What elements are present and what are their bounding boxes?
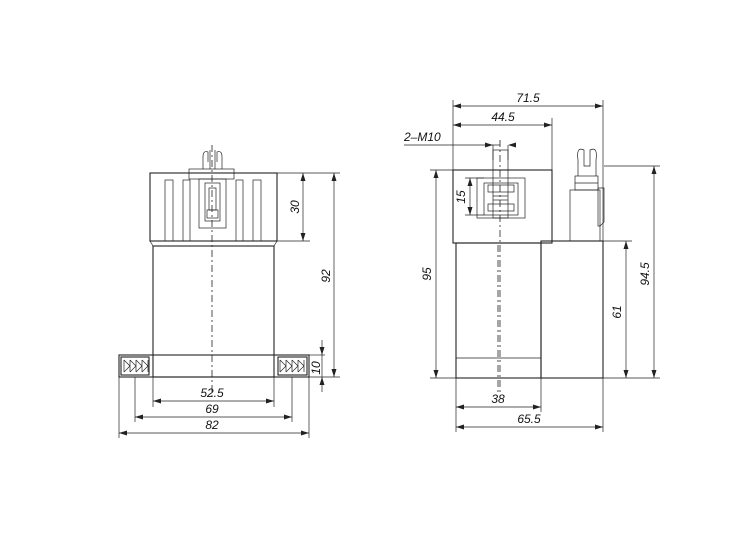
side-dim-15-label: 15 <box>454 190 468 204</box>
front-terminal-fork-left <box>202 151 209 169</box>
side-thread-label: 2–M10 <box>403 130 441 144</box>
front-flange <box>118 354 310 378</box>
side-dim-44-5-label: 44.5 <box>491 110 515 124</box>
front-dim-30-label: 30 <box>288 200 302 214</box>
front-flange-hatch-right <box>279 359 305 373</box>
side-dim-71-5-label: 71.5 <box>516 91 540 105</box>
front-head-slot-inner-left <box>182 179 191 242</box>
front-body <box>152 245 275 378</box>
front-head-slot-right <box>252 179 262 242</box>
side-terminal-screw <box>492 149 509 219</box>
front-dim-82-label: 82 <box>205 418 219 432</box>
side-dim-61-label: 61 <box>610 305 624 318</box>
front-terminal-screw <box>208 187 217 211</box>
front-terminal-nut <box>206 209 219 219</box>
front-dim-52-5-label: 52.5 <box>200 386 224 400</box>
front-view: 30 92 10 52.5 69 82 <box>118 145 340 438</box>
side-right-fork <box>577 148 597 176</box>
side-head-block <box>452 169 553 244</box>
front-terminal-base <box>188 168 235 180</box>
front-head-slot-inner-right <box>235 179 244 242</box>
front-terminal-fork-right <box>216 151 223 169</box>
front-dim-10-label: 10 <box>309 361 323 375</box>
side-dim-95-label: 95 <box>420 267 434 281</box>
front-terminal-frame <box>198 178 227 229</box>
side-dim-65-5-label: 65.5 <box>517 412 541 426</box>
front-flange-hole-right <box>277 356 308 376</box>
front-terminal-inner <box>204 182 221 222</box>
front-head-slot-left <box>164 179 174 242</box>
front-dim-92-label: 92 <box>319 269 333 283</box>
side-terminal-inner <box>483 182 519 216</box>
side-dim-38-label: 38 <box>491 392 505 406</box>
side-dim-94-5-label: 94.5 <box>638 262 652 286</box>
side-view: 71.5 44.5 2–M10 15 95 61 <box>403 91 660 432</box>
side-coil-housing <box>540 240 604 379</box>
side-terminal-nut-top <box>487 184 515 193</box>
front-flange-hatch-left <box>123 359 149 373</box>
side-terminal-nut-bottom <box>487 203 515 212</box>
front-flange-hole-left <box>120 356 150 376</box>
front-dim-69-label: 69 <box>205 402 219 416</box>
side-right-bracket <box>569 189 601 242</box>
